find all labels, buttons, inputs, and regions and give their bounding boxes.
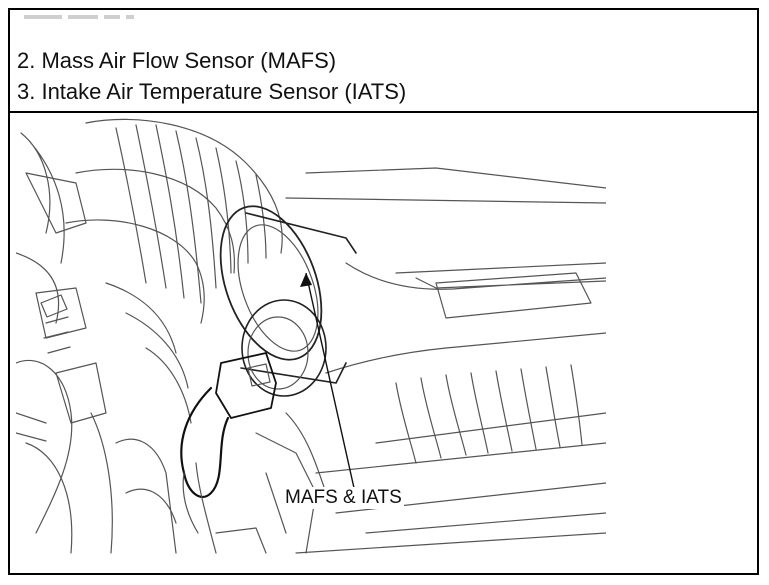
iats-sensor-boss-inner bbox=[247, 316, 309, 390]
air-cleaner-panel bbox=[435, 272, 592, 319]
air-cleaner-housing bbox=[285, 167, 606, 534]
engine-component-lines bbox=[16, 132, 113, 554]
air-cleaner-base bbox=[285, 412, 606, 554]
diagram-frame: 2. Mass Air Flow Sensor (MAFS) 3. Intake… bbox=[8, 8, 759, 575]
hose-ribs bbox=[115, 124, 267, 304]
legend-item-iats: 3. Intake Air Temperature Sensor (IATS) bbox=[17, 79, 407, 104]
legend-header: 2. Mass Air Flow Sensor (MAFS) 3. Intake… bbox=[10, 10, 757, 113]
sensor-connector bbox=[215, 352, 277, 419]
connector-latch bbox=[247, 363, 271, 387]
callout-label: MAFS & IATS bbox=[283, 487, 404, 509]
callout-arrowhead bbox=[300, 273, 312, 287]
engine-illustration bbox=[16, 118, 606, 554]
callout-leader-line bbox=[305, 272, 355, 489]
mafs-inner-ring bbox=[237, 224, 319, 352]
harness-loom bbox=[182, 462, 217, 554]
iats-sensor-boss bbox=[241, 299, 327, 397]
wire-harness bbox=[180, 386, 230, 498]
engine-component-lines bbox=[115, 432, 317, 554]
mafs-flange bbox=[219, 205, 323, 361]
engine-component-lines bbox=[16, 294, 71, 442]
legend-item-mafs: 2. Mass Air Flow Sensor (MAFS) bbox=[17, 48, 337, 73]
hose-ribs bbox=[105, 282, 192, 424]
air-cleaner-ribs bbox=[395, 364, 583, 464]
faded-header-text bbox=[24, 11, 154, 23]
